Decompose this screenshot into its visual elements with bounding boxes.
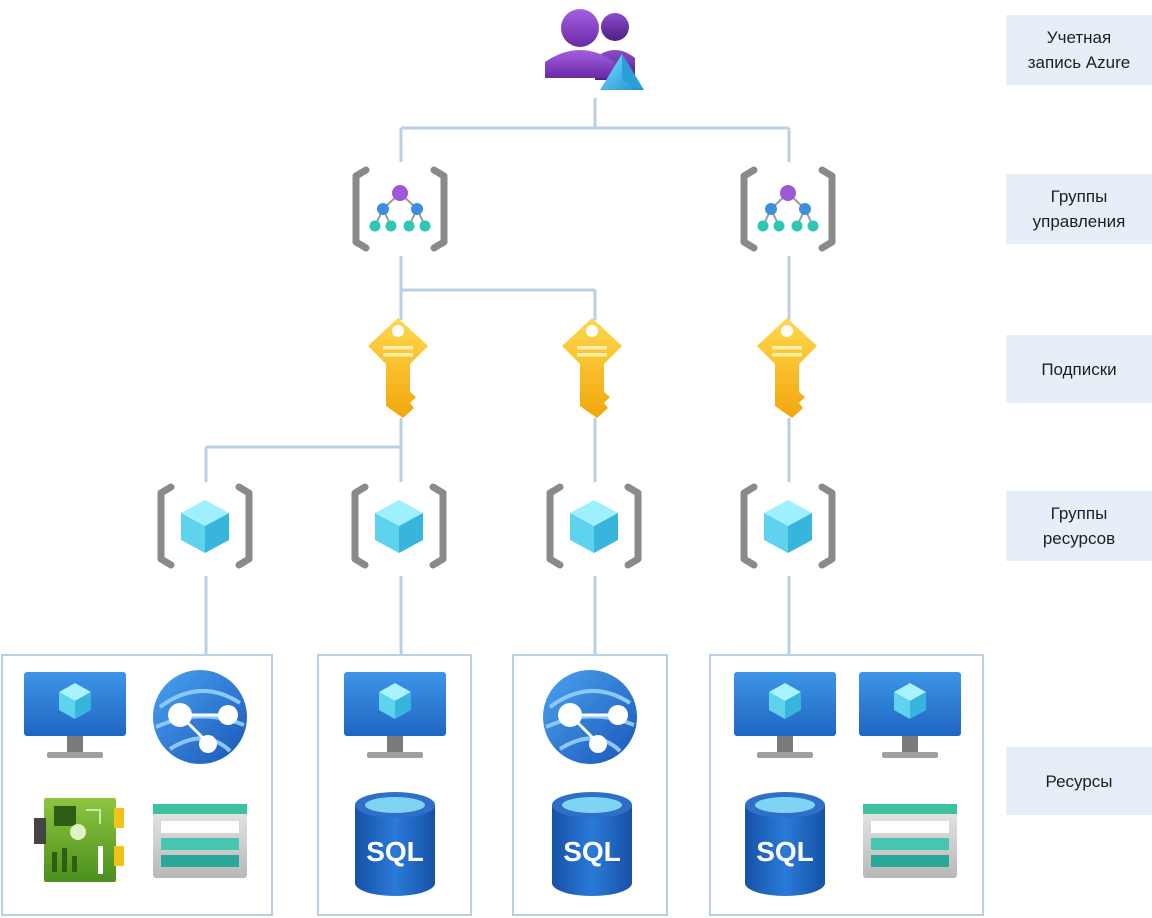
connector-lines — [204, 98, 791, 655]
sql-database-icon: SQL — [552, 792, 632, 896]
subscription-key-icon-2 — [562, 318, 622, 418]
resource-group-icon-1 — [161, 487, 249, 565]
virtual-machine-icon — [859, 672, 961, 758]
azure-account-users-icon — [545, 9, 644, 90]
resource-box-1 — [1, 654, 273, 916]
virtual-machine-icon — [344, 672, 446, 758]
app-service-icon — [151, 668, 249, 766]
resource-box-3 — [512, 654, 668, 916]
subscription-key-icon-1 — [368, 318, 428, 418]
subscription-key-icon-3 — [757, 318, 817, 418]
storage-account-icon — [153, 804, 247, 878]
sql-database-icon: SQL — [355, 792, 435, 896]
storage-account-icon — [863, 804, 957, 878]
management-group-icon-2 — [744, 170, 832, 248]
level-label-resource-groups: Группы ресурсов — [1006, 491, 1152, 561]
app-service-icon — [541, 668, 639, 766]
resource-group-icon-3 — [550, 487, 638, 565]
level-label-management-groups: Группы управления — [1006, 174, 1152, 244]
virtual-machine-icon — [24, 672, 126, 758]
sql-database-icon: SQL — [745, 792, 825, 896]
sql-label: SQL — [756, 836, 814, 867]
resource-group-icon-2 — [355, 487, 443, 565]
level-label-account: Учетная запись Azure — [1006, 15, 1152, 85]
resource-group-icon-4 — [744, 487, 832, 565]
resource-box-4 — [709, 654, 984, 916]
sql-label: SQL — [563, 836, 621, 867]
resource-box-2 — [317, 654, 472, 916]
level-label-subscriptions: Подписки — [1006, 335, 1152, 403]
virtual-machine-icon — [734, 672, 836, 758]
management-group-icon-1 — [356, 170, 444, 248]
level-label-resources: Ресурсы — [1006, 747, 1152, 815]
sql-label: SQL — [366, 836, 424, 867]
circuit-board-icon — [33, 797, 125, 883]
